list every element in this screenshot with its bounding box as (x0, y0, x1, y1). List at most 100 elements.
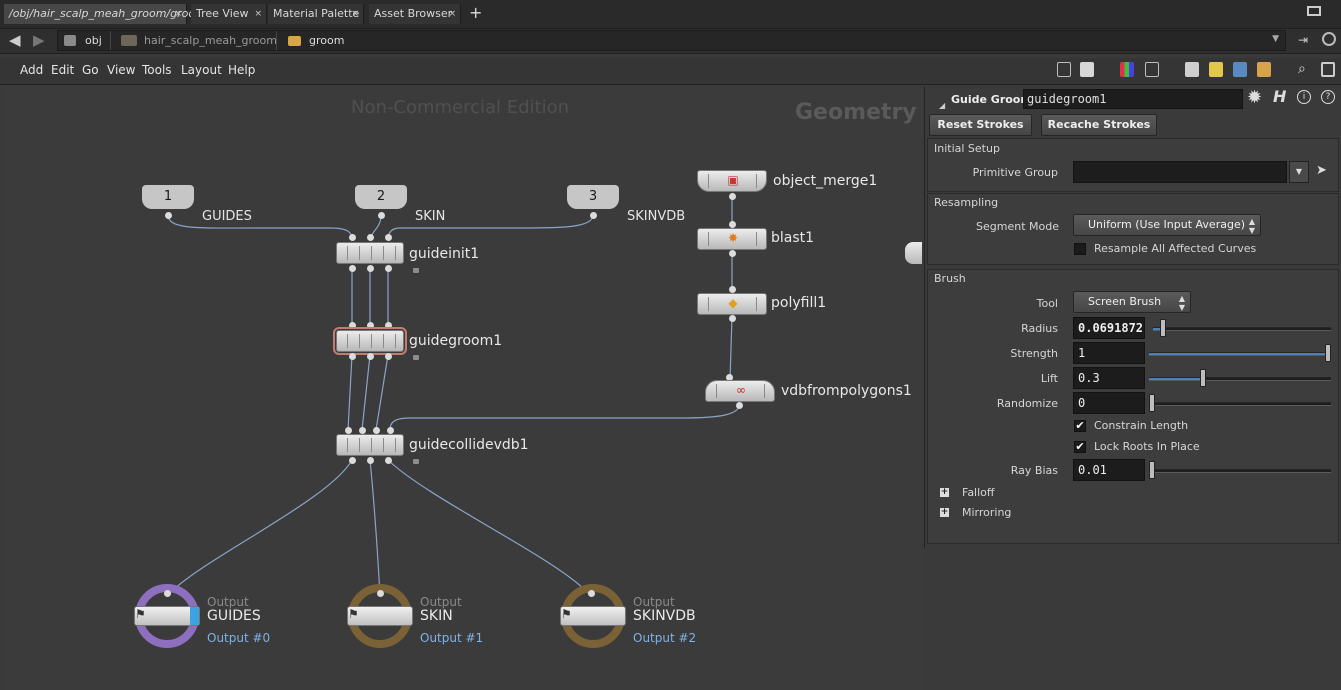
output-port[interactable] (378, 212, 385, 219)
node-output-skin[interactable]: ⚑ (347, 606, 413, 626)
pin-icon[interactable]: ⇥ (1298, 33, 1309, 47)
tab-network-groom[interactable]: /obj/hair_scalp_meah_groom/groom× (4, 4, 206, 24)
mirroring-folder-label[interactable]: Mirroring (962, 506, 1012, 519)
close-icon[interactable]: × (351, 9, 359, 19)
input-port[interactable] (729, 221, 736, 228)
output-port[interactable] (729, 250, 736, 257)
gear-icon[interactable]: ✹ (1247, 87, 1263, 108)
node-name-field[interactable]: guidegroom1 (1023, 89, 1243, 109)
node-vdbfrompolygons[interactable]: ∞ (705, 380, 775, 402)
input-port[interactable] (359, 427, 366, 434)
lift-slider-handle[interactable] (1200, 369, 1206, 387)
node-object-merge[interactable]: ▣ (697, 170, 767, 192)
input-port[interactable] (345, 427, 352, 434)
ray-bias-slider[interactable] (1149, 469, 1331, 473)
node-offscreen[interactable] (905, 242, 922, 264)
ray-bias-field[interactable]: 0.01 (1073, 459, 1145, 481)
strength-slider-handle[interactable] (1325, 344, 1331, 362)
lift-slider[interactable] (1149, 377, 1331, 381)
menu-edit[interactable]: Edit (51, 63, 75, 77)
subnet-input-1[interactable]: 1 (142, 185, 194, 209)
output-port[interactable] (349, 265, 356, 272)
lift-field[interactable]: 0.3 (1073, 367, 1145, 389)
strength-slider[interactable] (1149, 352, 1331, 356)
output-port[interactable] (385, 265, 392, 272)
resample-all-checkbox[interactable] (1074, 243, 1086, 255)
menu-layout[interactable]: Layout (181, 63, 222, 77)
input-port[interactable] (729, 286, 736, 293)
tab-material-palette[interactable]: Material Palette× (268, 4, 364, 24)
output-port[interactable] (590, 212, 597, 219)
ray-bias-slider-handle[interactable] (1149, 461, 1155, 479)
subnet-input-2[interactable]: 2 (355, 185, 407, 209)
back-arrow-icon[interactable]: ◀ (9, 31, 21, 49)
path-dropdown-icon[interactable]: ▼ (1272, 34, 1279, 44)
output-port[interactable] (729, 193, 736, 200)
network-box-icon[interactable] (1185, 62, 1199, 77)
close-icon[interactable]: × (174, 9, 182, 19)
menu-go[interactable]: Go (82, 63, 99, 77)
breadcrumb-obj[interactable]: obj (85, 34, 102, 47)
output-port[interactable] (385, 457, 392, 464)
output-port[interactable] (385, 353, 392, 360)
color-palette-icon[interactable] (1120, 62, 1134, 77)
help-icon[interactable]: ? (1321, 90, 1335, 104)
randomize-slider[interactable] (1149, 402, 1331, 406)
input-port[interactable] (367, 322, 374, 329)
input-port[interactable] (349, 322, 356, 329)
breadcrumb-object[interactable]: hair_scalp_meah_groom (144, 34, 277, 47)
subnet-input-3[interactable]: 3 (567, 185, 619, 209)
menu-add[interactable]: Add (20, 63, 44, 77)
falloff-expand-icon[interactable]: + (940, 487, 949, 497)
output-port[interactable] (165, 212, 172, 219)
link-icon[interactable] (1322, 32, 1336, 46)
node-guidecollidevdb[interactable] (336, 434, 404, 456)
display-options-icon[interactable] (1321, 62, 1335, 77)
falloff-folder-label[interactable]: Falloff (962, 486, 995, 499)
segment-mode-combo[interactable]: Uniform (Use Input Average) ▲▼ (1073, 214, 1261, 236)
recache-strokes-button[interactable]: Recache Strokes (1041, 114, 1157, 136)
output-port[interactable] (349, 353, 356, 360)
node-polyfill[interactable]: ◆ (697, 293, 767, 315)
image-icon[interactable] (1233, 62, 1247, 77)
input-port[interactable] (349, 234, 356, 241)
info-icon[interactable]: i (1297, 90, 1311, 104)
forward-arrow-icon[interactable]: ▶ (33, 31, 45, 49)
output-port[interactable] (736, 402, 743, 409)
output-port[interactable] (367, 265, 374, 272)
constrain-length-checkbox[interactable]: ✔ (1074, 419, 1086, 432)
radius-field[interactable]: 0.0691872 (1073, 317, 1145, 339)
randomize-field[interactable]: 0 (1073, 392, 1145, 414)
node-output-skinvdb[interactable]: ⚑ (560, 606, 626, 626)
tab-asset-browser[interactable]: Asset Browser× (369, 4, 461, 24)
mirroring-expand-icon[interactable]: + (940, 507, 949, 517)
group-dropdown-icon[interactable]: ▼ (1289, 161, 1309, 183)
input-port[interactable] (385, 322, 392, 329)
output-port[interactable] (349, 457, 356, 464)
network-path-field[interactable]: obj hair_scalp_meah_groom groom ▼ (57, 30, 1286, 51)
node-guideinit[interactable] (336, 242, 404, 264)
node-blast[interactable]: ✸ (697, 228, 767, 250)
houdini-help-icon[interactable]: H (1273, 87, 1287, 106)
breadcrumb-current[interactable]: groom (309, 34, 345, 47)
asset-icon[interactable] (1257, 62, 1271, 77)
input-port[interactable] (726, 374, 733, 381)
close-icon[interactable]: × (448, 9, 456, 19)
tool-combo[interactable]: Screen Brush ▲▼ (1073, 291, 1191, 313)
tree-layout-icon[interactable] (1057, 62, 1071, 77)
randomize-slider-handle[interactable] (1149, 394, 1155, 412)
reset-strokes-button[interactable]: Reset Strokes (929, 114, 1032, 136)
list-layout-icon[interactable] (1080, 62, 1094, 77)
add-tab-icon[interactable]: + (469, 3, 483, 22)
output-port[interactable] (367, 353, 374, 360)
lock-roots-checkbox[interactable]: ✔ (1074, 440, 1086, 453)
display-flag[interactable] (190, 607, 199, 625)
radius-slider-handle[interactable] (1160, 319, 1166, 337)
tab-tree-view[interactable]: Tree View× (191, 4, 267, 24)
menu-view[interactable]: View (107, 63, 136, 77)
input-port[interactable] (377, 590, 384, 597)
select-arrow-icon[interactable]: ➤ (1316, 163, 1327, 178)
input-port[interactable] (387, 427, 394, 434)
node-output-guides[interactable]: ⚑ (134, 606, 200, 626)
output-port[interactable] (367, 457, 374, 464)
